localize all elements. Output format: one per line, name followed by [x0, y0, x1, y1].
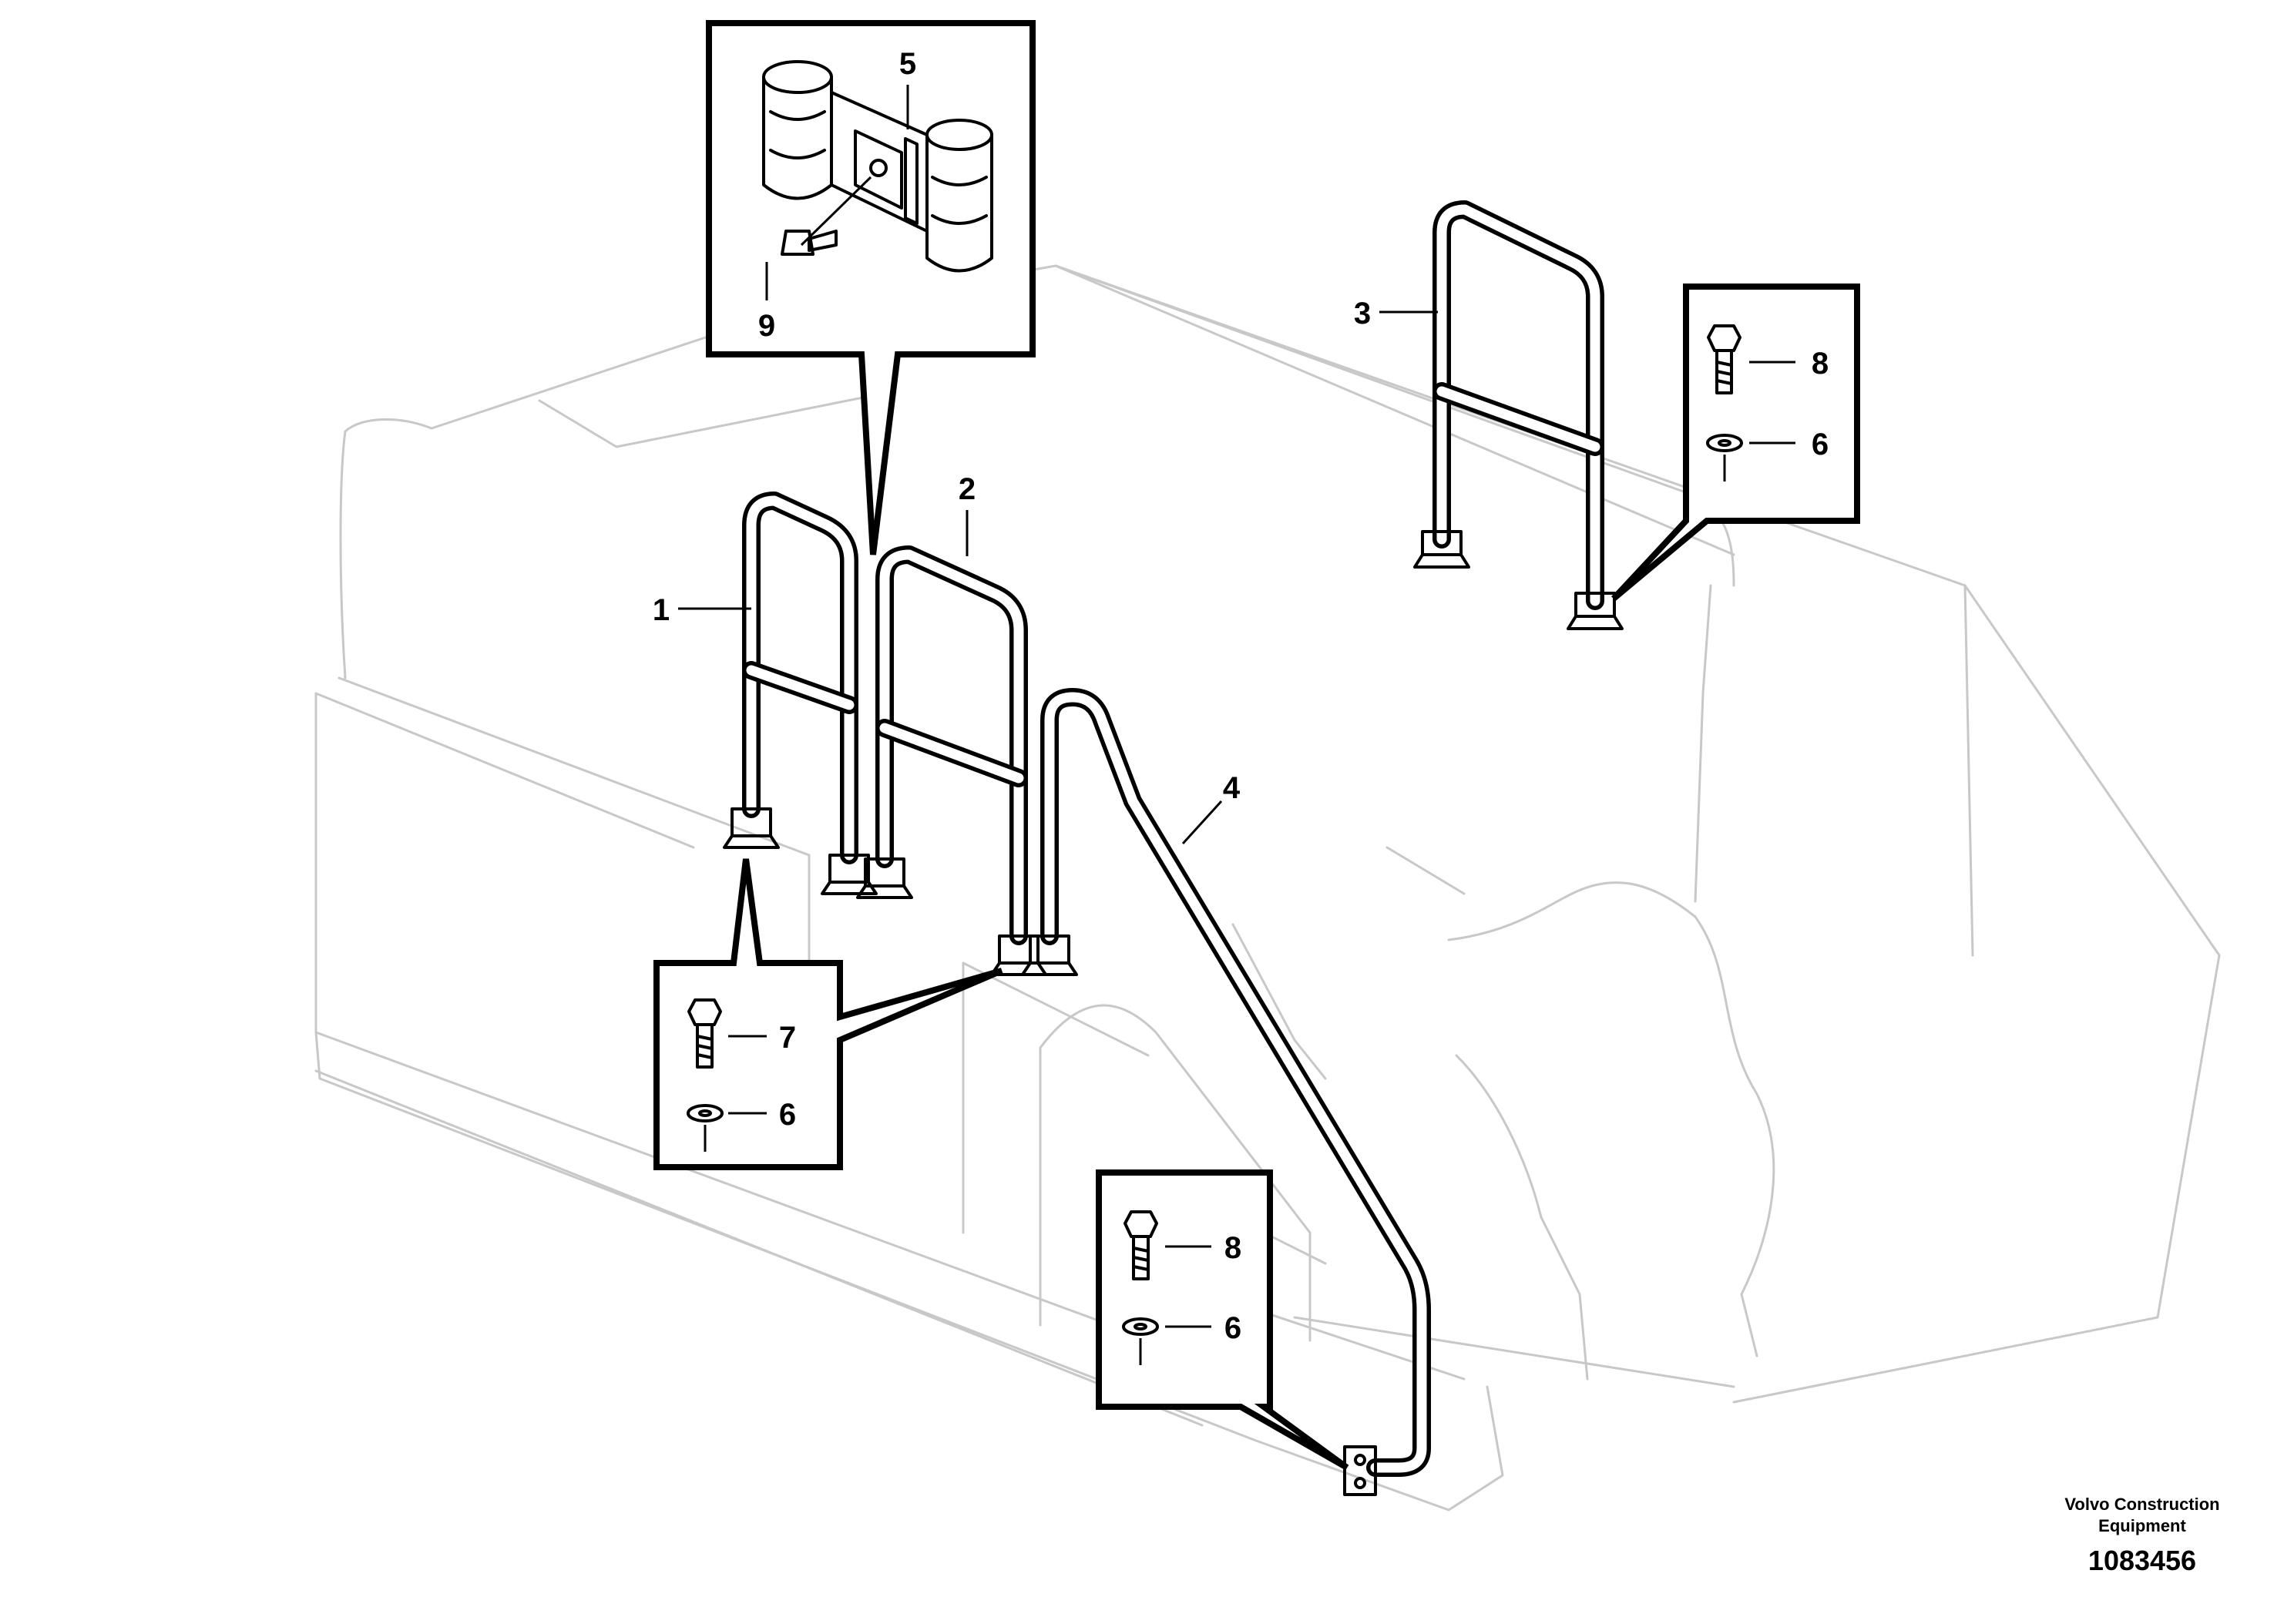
callout-5: 5: [899, 47, 916, 81]
callout-4: 4: [1223, 771, 1241, 805]
detail-bolt-washer-right: 8 6: [1611, 284, 1860, 602]
callout-1: 1: [653, 593, 670, 627]
title-block: Volvo Construction Equipment 1083456: [2064, 1495, 2219, 1576]
detail-bolt-washer-bottom: 8 6: [1096, 1169, 1349, 1471]
callout-3: 3: [1354, 297, 1371, 331]
callout-8-right: 8: [1812, 347, 1829, 381]
drawing-number: 1083456: [2088, 1545, 2196, 1576]
brand-line-1: Volvo Construction: [2064, 1495, 2219, 1514]
handrail-2: [856, 545, 1047, 976]
clamp-illustration: [762, 60, 993, 273]
callout-8-bottom: 8: [1224, 1231, 1241, 1265]
callout-2: 2: [959, 472, 976, 506]
handrail-3: [1413, 200, 1624, 630]
main-callouts: 1 2 3 4: [653, 297, 1438, 845]
brand-line-2: Equipment: [2098, 1516, 2186, 1535]
callout-6-left: 6: [779, 1098, 796, 1132]
callout-6-right: 6: [1812, 428, 1829, 461]
handrail-1: [723, 492, 878, 895]
detail-clamp: 5 9: [706, 20, 1036, 555]
callout-9: 9: [758, 309, 775, 343]
detail-bolt-washer-left: 7 6: [653, 858, 1003, 1170]
callout-7: 7: [779, 1021, 796, 1055]
callout-6-bottom: 6: [1224, 1311, 1241, 1345]
handrail-4: [1021, 688, 1431, 1496]
